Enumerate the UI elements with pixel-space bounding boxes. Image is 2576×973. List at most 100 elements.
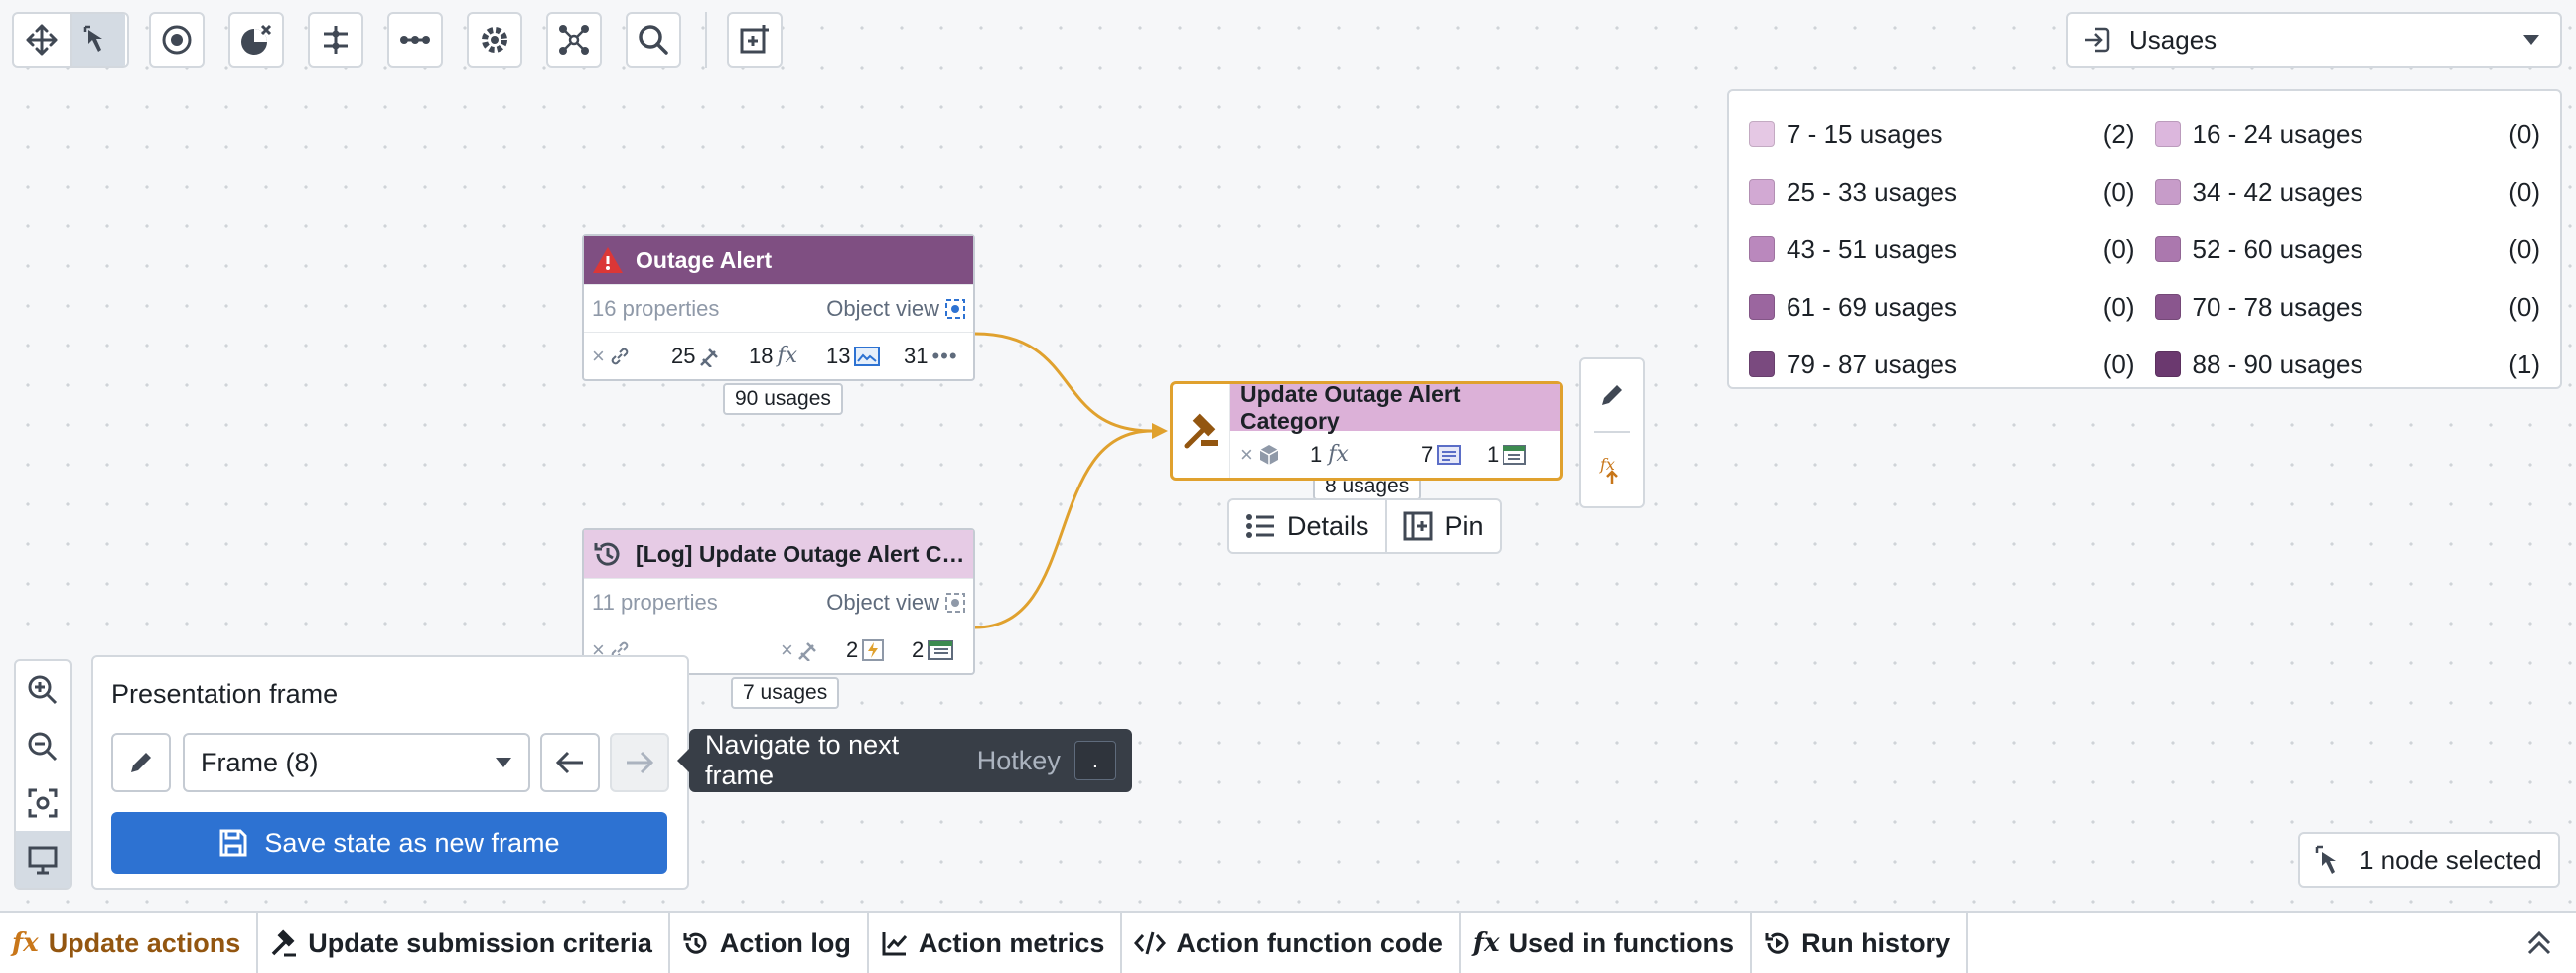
object-view-icon (945, 592, 965, 613)
remove-node-button[interactable] (228, 12, 284, 68)
legend-item: 43 - 51 usages(0) (1749, 220, 2135, 278)
presentation-mode-button[interactable] (16, 831, 70, 888)
usage-tag-outage-alert: 90 usages (723, 383, 843, 415)
tab-label: Used in functions (1508, 927, 1735, 958)
function-icon: fx (12, 928, 39, 958)
legend-label: 7 - 15 usages (1787, 118, 1943, 149)
tab-update-actions[interactable]: fx Update actions (0, 913, 259, 973)
stat-links: × (592, 344, 671, 369)
path-button[interactable] (387, 12, 443, 68)
zoom-in-icon (28, 675, 58, 704)
next-frame-button[interactable] (610, 733, 669, 792)
node-subheader: 11 properties Object view (584, 578, 973, 626)
select-icon (2315, 845, 2336, 874)
add-frame-button[interactable] (727, 12, 783, 68)
stat-views: 13 (826, 344, 904, 369)
collapse-panel-button[interactable] (2526, 929, 2552, 957)
list-icon (1246, 514, 1274, 538)
legend-swatch (1749, 179, 1775, 205)
chevron-double-up-icon (2527, 930, 2551, 955)
fit-to-view-button[interactable] (16, 774, 70, 831)
tab-action-function-code[interactable]: Action function code (1122, 913, 1461, 973)
tab-label: Update actions (48, 927, 241, 958)
table-view-icon (1503, 444, 1527, 465)
frame-select[interactable]: Frame (8) (183, 733, 530, 792)
edit-frame-button[interactable] (111, 733, 171, 792)
legend-swatch (2154, 351, 2181, 377)
object-view-label: Object view (826, 589, 939, 615)
legend-item: 88 - 90 usages(1) (2154, 336, 2540, 393)
gavel-icon (270, 929, 298, 957)
legend-label: 52 - 60 usages (2192, 233, 2363, 264)
tab-action-metrics[interactable]: Action metrics (869, 913, 1123, 973)
property-count: 11 properties (592, 589, 718, 615)
link-icon (611, 348, 629, 364)
details-button[interactable]: Details (1229, 500, 1385, 552)
stat-value: 2 (846, 636, 859, 662)
caret-down-icon (496, 758, 511, 767)
move-tool-button[interactable] (14, 14, 70, 66)
legend-count: (0) (2508, 233, 2540, 264)
legend-count: (0) (2508, 118, 2540, 149)
action-icon-cell (1173, 384, 1230, 478)
history-icon (584, 530, 632, 578)
zoom-out-button[interactable] (16, 718, 70, 774)
svg-text:fx: fx (1599, 455, 1615, 474)
tab-label: Action log (719, 927, 851, 958)
selection-status[interactable]: 1 node selected (2298, 832, 2560, 888)
stat-more: 31••• (904, 344, 958, 369)
target-button[interactable] (149, 12, 205, 68)
object-view-link[interactable]: Object view (826, 296, 965, 322)
tab-run-history[interactable]: Run history (1752, 913, 1969, 973)
legend-label: 61 - 69 usages (1787, 291, 1958, 322)
caret-down-icon (2523, 35, 2539, 45)
search-button[interactable] (626, 12, 681, 68)
tab-action-log[interactable]: Action log (670, 913, 869, 973)
node-header: [Log] Update Outage Alert Cate… (584, 530, 973, 578)
color-by-select[interactable]: Usages (2066, 12, 2562, 68)
stat-objects: × (1240, 442, 1310, 468)
node-subheader: 16 properties Object view (584, 284, 973, 332)
graph-icon (559, 25, 589, 55)
zoom-in-button[interactable] (16, 661, 70, 718)
save-icon (219, 829, 247, 857)
stat-value: 1 (1310, 441, 1323, 467)
edge-outage-alert-to-action (974, 332, 1153, 433)
arrow-right-icon (627, 751, 654, 774)
lightning-icon (862, 638, 885, 661)
panel-title: Presentation frame (111, 679, 339, 709)
target-icon (162, 25, 192, 55)
object-view-icon (945, 298, 965, 319)
layout-icon (324, 26, 348, 54)
legend-item: 79 - 87 usages(0) (1749, 336, 2135, 393)
stat-tables: 1 (1487, 442, 1527, 468)
function-backed-button[interactable]: fx (1598, 433, 1626, 506)
object-view-link[interactable]: Object view (826, 590, 965, 616)
presentation-icon (28, 846, 58, 874)
pin-button[interactable]: Pin (1384, 500, 1500, 552)
graph-button[interactable] (546, 12, 602, 68)
select-tool-button[interactable] (70, 14, 125, 66)
object-node-log-update[interactable]: [Log] Update Outage Alert Cate… 11 prope… (582, 528, 975, 675)
previous-frame-button[interactable] (540, 733, 600, 792)
layout-button[interactable] (308, 12, 363, 68)
settings-icon (482, 27, 507, 53)
settings-button[interactable] (467, 12, 522, 68)
gavel-icon (797, 641, 816, 661)
stat-value: 18 (749, 343, 774, 368)
save-frame-button[interactable]: Save state as new frame (111, 812, 667, 874)
hotkey-label: Hotkey (976, 745, 1061, 775)
object-node-outage-alert[interactable]: Outage Alert 16 properties Object view ×… (582, 234, 975, 381)
edit-action-button[interactable] (1581, 359, 1643, 431)
legend-count: (0) (2102, 233, 2135, 264)
select-icon (83, 25, 102, 52)
stat-actions: 25 (671, 344, 749, 369)
tab-update-submission-criteria[interactable]: Update submission criteria (258, 913, 670, 973)
divider (1594, 431, 1630, 433)
arrow-left-icon (555, 751, 583, 774)
pin-icon (1403, 511, 1433, 541)
